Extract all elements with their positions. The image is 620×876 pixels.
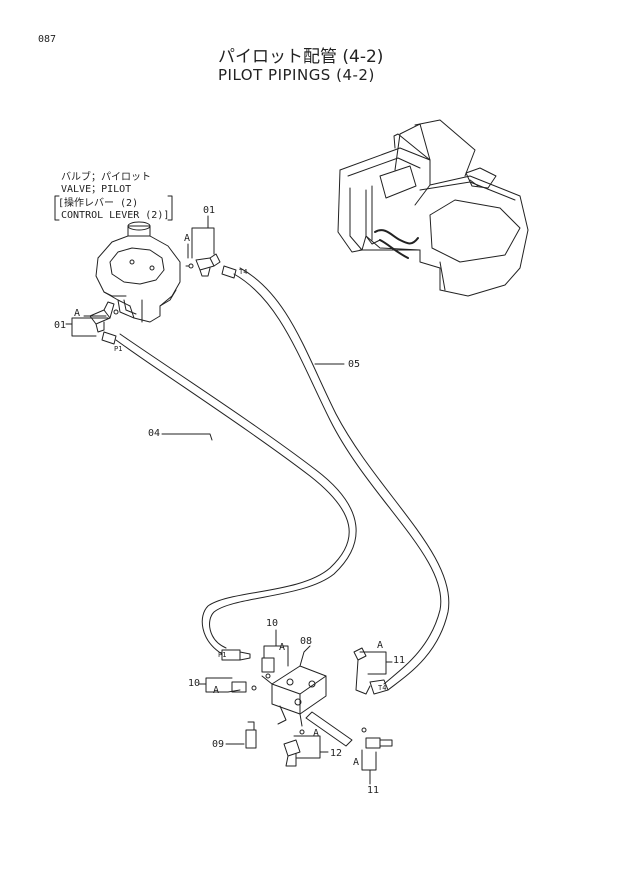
callout-10-left: 10: [188, 678, 201, 689]
fitting-01-left: [89, 301, 119, 333]
detail-a-7: A: [353, 757, 360, 768]
callout-10-top: 10: [266, 618, 279, 629]
valve-block-08: [261, 665, 327, 727]
title-english: PILOT PIPINGS (4-2): [218, 66, 375, 84]
detail-a-1: A: [184, 233, 191, 244]
excavator-cab-illustration: [337, 119, 529, 297]
pilot-valve-body: [95, 221, 181, 323]
hose-05: [233, 267, 450, 691]
port-t4-top: T4: [239, 268, 248, 276]
callout-08: 08: [300, 636, 313, 647]
callout-leaders: [65, 215, 393, 785]
page-number: 087: [38, 34, 57, 45]
port-t4-bottom: T4: [378, 684, 387, 692]
callout-09: 09: [212, 739, 225, 750]
control-lever-label-jp: [操作レバー (2): [58, 198, 139, 209]
connector-fittings: [231, 647, 393, 767]
callout-12: 12: [330, 748, 343, 759]
detail-a-4: A: [213, 685, 220, 696]
callout-01-top: 01: [203, 205, 216, 216]
callout-11-top: 11: [393, 655, 406, 666]
valve-label-brackets: [54, 195, 173, 221]
callout-05: 05: [348, 359, 361, 370]
valve-label-en: VALVE；PILOT: [61, 184, 132, 195]
callout-01-left: 01: [54, 320, 67, 331]
fitting-01-top: [185, 253, 221, 277]
detail-a-5: A: [377, 640, 384, 651]
detail-a-3: A: [279, 642, 286, 653]
detail-a-2: A: [74, 308, 81, 319]
callout-04: 04: [148, 428, 161, 439]
callout-11-bottom: 11: [367, 785, 380, 796]
hose-end-fittings: [101, 265, 389, 695]
port-p1-top: P1: [114, 345, 123, 353]
detail-a-6: A: [313, 728, 320, 739]
hose-04: [115, 333, 357, 655]
title-japanese: パイロット配管 (4-2): [218, 47, 384, 67]
control-lever-label-en: CONTROL LEVER (2)]: [61, 210, 170, 221]
valve-label-jp: バルブ；パイロット: [61, 172, 151, 183]
